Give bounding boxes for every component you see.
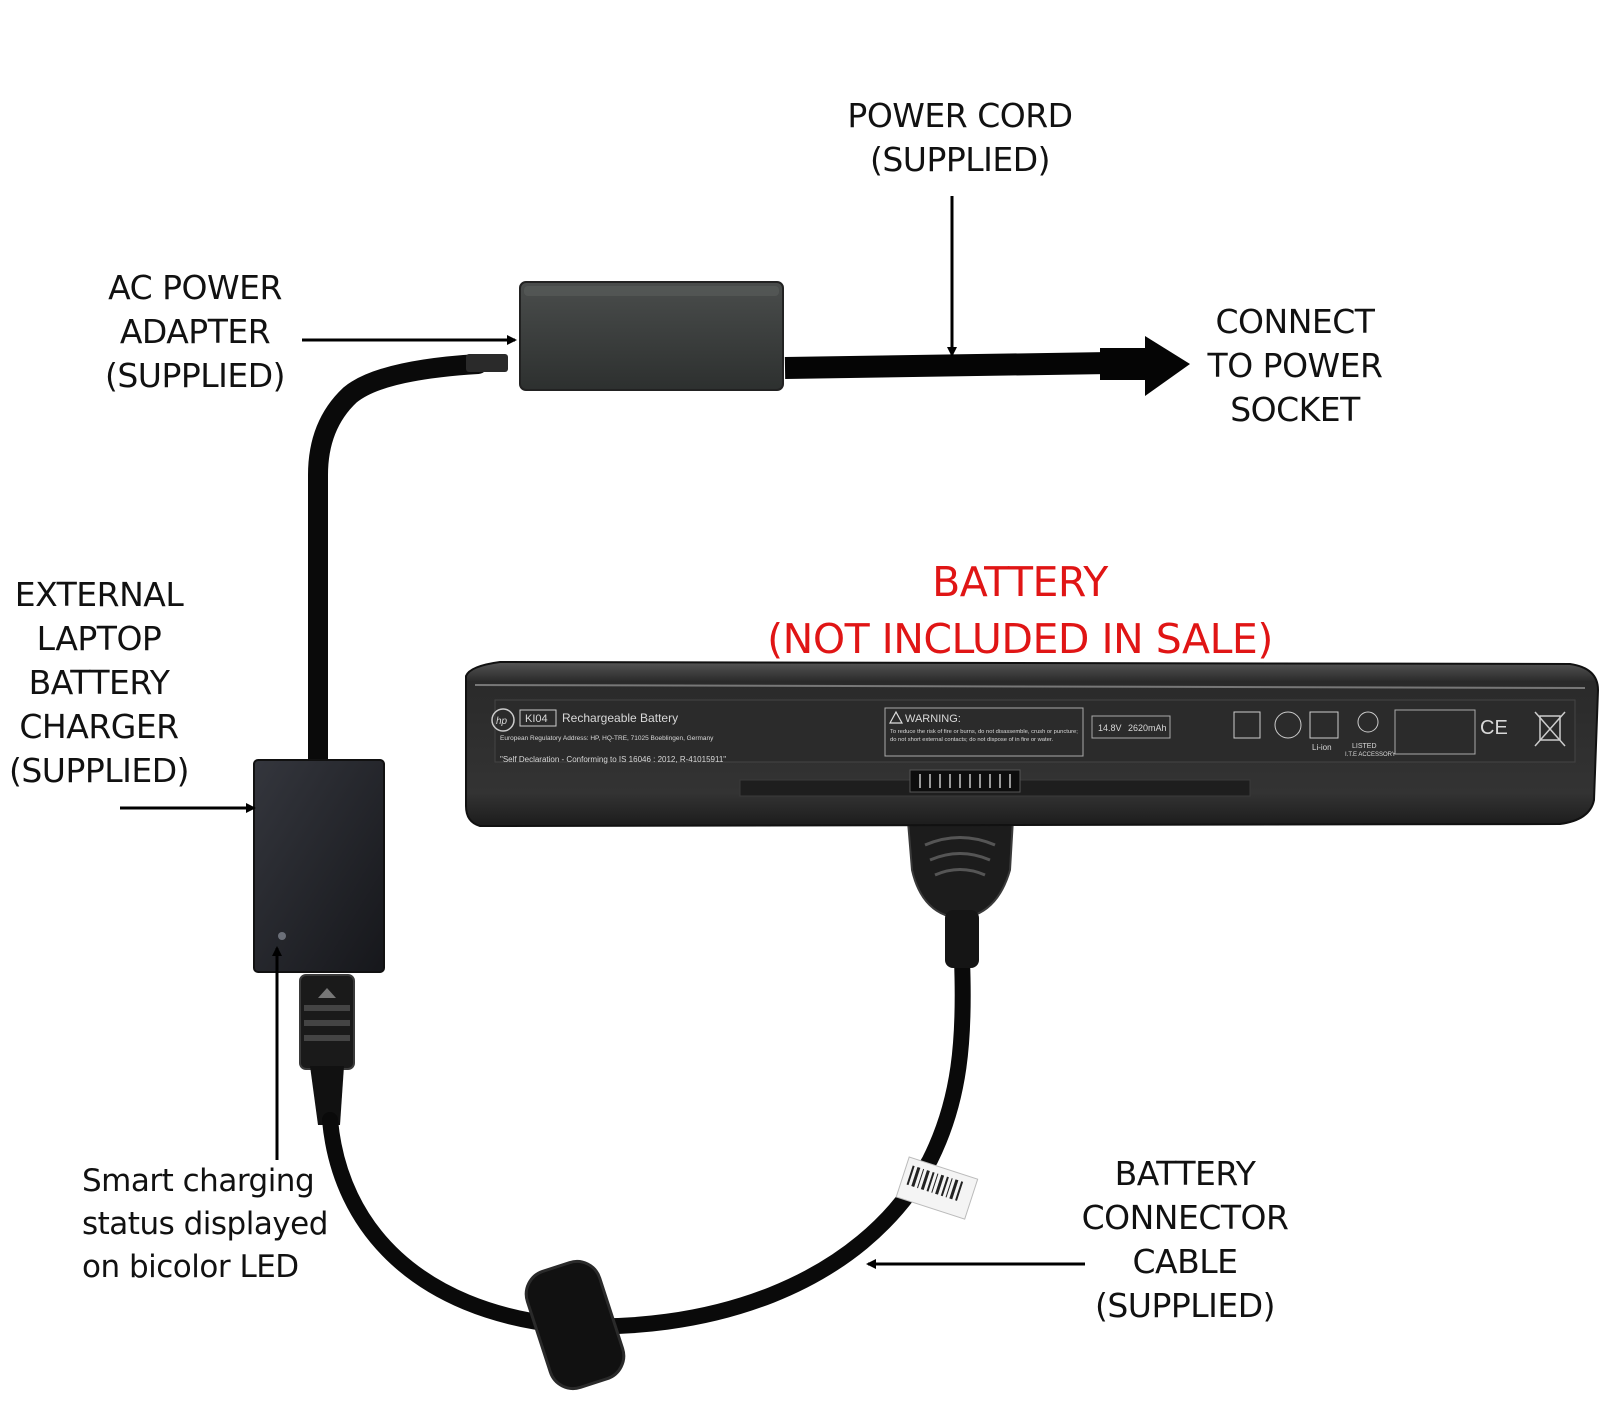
plug-grip-1 xyxy=(304,1005,350,1011)
connector-grip-3 xyxy=(934,868,986,877)
plug-grip-2 xyxy=(304,1020,350,1026)
bicolor-led xyxy=(278,932,286,940)
battery-model-box xyxy=(519,709,557,727)
connector-grip-2 xyxy=(929,852,991,862)
dc-cable xyxy=(308,354,488,770)
recycle-symbol-icon xyxy=(1309,711,1339,739)
label-external-charger-line-1: EXTERNAL xyxy=(14,575,184,614)
plug-arrow-mark xyxy=(318,988,336,998)
battery-brand: hp xyxy=(496,716,508,727)
listed-text: LISTED xyxy=(1352,743,1377,750)
label-ac-adapter-line-3: (SUPPLIED) xyxy=(104,356,286,395)
label-connect-socket: CONNECT TO POWER SOCKET xyxy=(1185,300,1405,432)
label-connect-socket-line-2: TO POWER xyxy=(1207,346,1383,385)
warning-line-2: do not short external contacts; do not d… xyxy=(890,737,1053,743)
ac-adapter-highlight xyxy=(524,286,779,296)
cable-strain-relief xyxy=(466,354,508,372)
ite-text: I.T.E ACCESSORY xyxy=(1345,752,1396,758)
plug-grip-3 xyxy=(304,1035,350,1041)
battery-regulatory: European Regulatory Address: HP, HQ-TRE,… xyxy=(500,735,714,742)
weee-bin-icon xyxy=(1534,711,1566,747)
connector-grip-1 xyxy=(924,836,996,847)
battery-contact-pins xyxy=(919,774,1011,788)
spec-table xyxy=(1394,709,1476,755)
label-connector-cable-line-3: CABLE xyxy=(1132,1242,1239,1281)
label-connector-cable-line-2: CONNECTOR xyxy=(1081,1198,1289,1237)
warning-line-1: To reduce the risk of fire or burns, do … xyxy=(890,729,1078,735)
connector-neck xyxy=(945,910,979,968)
label-external-charger-line-3: BATTERY xyxy=(28,663,170,702)
label-led-status: Smart charging status displayed on bicol… xyxy=(82,1160,372,1289)
label-connector-cable: BATTERY CONNECTOR CABLE (SUPPLIED) xyxy=(1065,1152,1305,1328)
label-battery-line-2: (NOT INCLUDED IN SALE) xyxy=(767,615,1273,663)
ce-mark: CE xyxy=(1480,717,1508,739)
cert-symbol-2-icon xyxy=(1274,711,1302,739)
power-cord xyxy=(784,352,1111,379)
label-power-cord-line-2: (SUPPLIED) xyxy=(869,140,1051,179)
external-charger-body[interactable] xyxy=(253,759,385,973)
voltage-box xyxy=(1091,715,1171,739)
label-led-status-line-1: Smart charging xyxy=(82,1163,315,1199)
label-ac-adapter: AC POWER ADAPTER (SUPPLIED) xyxy=(90,266,300,398)
warning-box xyxy=(884,707,1084,757)
power-plug-arrow xyxy=(1145,336,1190,396)
power-plug-body xyxy=(1100,348,1150,380)
ac-adapter-body[interactable] xyxy=(519,281,784,391)
label-led-status-line-2: status displayed xyxy=(82,1206,328,1242)
battery-model: KI04 xyxy=(525,713,548,725)
label-power-cord-line-1: POWER CORD xyxy=(847,96,1073,135)
label-connect-socket-line-3: SOCKET xyxy=(1230,390,1360,429)
battery-chem: Li-ion xyxy=(1312,743,1332,752)
battery-voltage: 14.8V xyxy=(1098,723,1122,733)
label-external-charger-line-5: (SUPPLIED) xyxy=(8,751,190,790)
plug-strain-relief xyxy=(310,1066,344,1125)
ul-mark-icon xyxy=(1357,711,1379,733)
label-ac-adapter-line-2: ADAPTER xyxy=(119,312,271,351)
label-external-charger: EXTERNAL LAPTOP BATTERY CHARGER (SUPPLIE… xyxy=(0,573,198,793)
label-external-charger-line-4: CHARGER xyxy=(19,707,179,746)
warning-title: WARNING: xyxy=(905,713,961,725)
label-power-cord: POWER CORD (SUPPLIED) xyxy=(820,94,1100,182)
battery-capacity: 2620mAh xyxy=(1128,723,1167,733)
cert-symbol-1-icon xyxy=(1233,711,1261,739)
warning-triangle-icon xyxy=(888,710,904,724)
battery-contacts xyxy=(909,769,1021,793)
label-connector-cable-line-1: BATTERY xyxy=(1114,1154,1256,1193)
laptop-battery[interactable]: hp KI04 Rechargeable Battery European Re… xyxy=(465,660,1600,828)
label-ac-adapter-line-1: AC POWER xyxy=(108,268,282,307)
cable-velcro-strap xyxy=(524,1259,626,1391)
battery-self-declaration: "Self Declaration - Conforming to IS 160… xyxy=(500,755,726,764)
label-led-status-line-3: on bicolor LED xyxy=(82,1249,299,1285)
battery-connector-cable xyxy=(322,952,971,1335)
label-battery: BATTERY (NOT INCLUDED IN SALE) xyxy=(740,554,1300,668)
label-connect-socket-line-1: CONNECT xyxy=(1215,302,1375,341)
label-external-charger-line-2: LAPTOP xyxy=(36,619,162,658)
battery-product: Rechargeable Battery xyxy=(562,711,678,725)
barcode-sticker xyxy=(895,1156,979,1220)
hp-logo-icon xyxy=(491,708,515,732)
label-connector-cable-line-4: (SUPPLIED) xyxy=(1094,1286,1276,1325)
label-battery-line-1: BATTERY xyxy=(932,558,1108,606)
